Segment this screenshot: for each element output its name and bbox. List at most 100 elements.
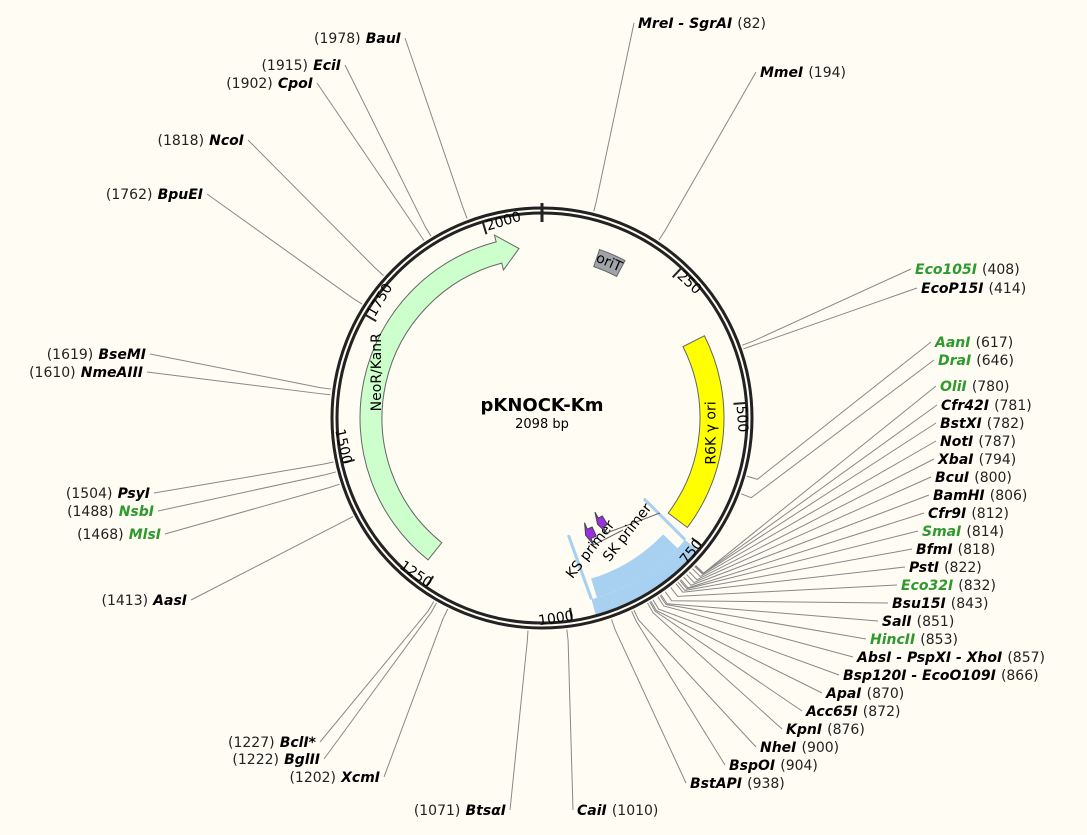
enzyme-site[interactable]: (1915) EciI — [261, 55, 341, 74]
enzyme-site[interactable]: EcoP15I (414) — [921, 278, 1026, 297]
enzyme-leader-line — [695, 385, 937, 574]
enzyme-site[interactable]: OliI (780) — [940, 376, 1009, 395]
enzyme-site[interactable]: BspOI (904) — [729, 755, 818, 774]
enzyme-site[interactable]: HincII (853) — [870, 629, 958, 648]
enzyme-leader-line — [658, 71, 757, 241]
enzyme-position: (414) — [989, 281, 1027, 297]
enzyme-site[interactable]: BstXI (782) — [940, 413, 1024, 432]
enzyme-position: (866) — [1001, 668, 1039, 684]
feature-neor-kanr[interactable] — [359, 234, 520, 561]
enzyme-position: (851) — [917, 614, 955, 630]
enzyme-site[interactable]: (1978) BauI — [314, 28, 401, 47]
enzyme-site[interactable]: SalI (851) — [882, 611, 954, 630]
tick-mark — [342, 458, 355, 464]
tick-label: 1500 — [331, 428, 354, 466]
enzyme-site[interactable]: (1227) BclI* — [228, 732, 317, 751]
enzyme-site[interactable]: Eco32I (832) — [901, 575, 996, 594]
enzyme-leader-line — [190, 516, 354, 601]
enzyme-name: NsbI — [119, 504, 154, 520]
enzyme-site[interactable]: (1762) BpuEI — [106, 184, 203, 203]
enzyme-site[interactable]: KpnI (876) — [786, 719, 865, 738]
tick-mark — [671, 267, 682, 279]
enzyme-site[interactable]: Eco105I (408) — [915, 259, 1020, 278]
enzyme-name: BcuI — [935, 470, 969, 486]
enzyme-leader-line — [566, 629, 574, 811]
enzyme-site[interactable]: ApaI (870) — [825, 683, 904, 702]
plasmid-length: 2098 bp — [515, 417, 569, 432]
enzyme-site[interactable]: BfmI (818) — [916, 539, 995, 558]
enzyme-site[interactable]: XbaI (794) — [937, 449, 1016, 468]
primer-sk-primer[interactable] — [594, 511, 609, 534]
enzyme-site[interactable]: (1468) MlsI — [77, 524, 161, 543]
enzyme-position: (818) — [958, 542, 996, 558]
enzyme-site[interactable]: Cfr42I (781) — [941, 395, 1032, 414]
enzyme-position: (1227) — [228, 735, 275, 751]
enzyme-site[interactable]: NotI (787) — [940, 431, 1016, 450]
enzyme-leader-line — [683, 494, 930, 586]
enzyme-position: (781) — [994, 398, 1032, 414]
enzyme-name: AbsI - PspXI - XhoI — [856, 650, 1002, 666]
enzyme-site[interactable]: SmaI (814) — [922, 521, 1004, 540]
enzyme-leader-line — [611, 619, 687, 784]
enzyme-leader-line — [741, 268, 912, 346]
enzyme-name: Eco105I — [915, 262, 977, 278]
enzyme-site[interactable]: (1488) NsbI — [67, 501, 154, 520]
primer-ks-primer[interactable] — [584, 522, 598, 546]
enzyme-leader-line — [740, 359, 935, 499]
enzyme-site[interactable]: AanI (617) — [934, 332, 1013, 351]
enzyme-position: (832) — [958, 578, 996, 594]
enzyme-leader-line — [206, 193, 363, 305]
enzyme-leader-line — [679, 530, 919, 590]
enzyme-position: (1413) — [102, 593, 149, 609]
enzyme-position: (794) — [979, 452, 1017, 468]
plasmid-name: pKNOCK-Km — [481, 395, 604, 416]
enzyme-site[interactable]: MmeI (194) — [760, 62, 846, 81]
tick-mark — [365, 314, 377, 323]
enzyme-site[interactable]: DraI (646) — [938, 350, 1014, 369]
enzyme-site[interactable]: BcuI (800) — [935, 467, 1012, 486]
enzyme-site[interactable]: (1071) BtsαI — [414, 800, 506, 819]
enzyme-site[interactable]: (1504) PsyI — [66, 483, 150, 502]
enzyme-name: BglII — [284, 752, 320, 768]
enzyme-leader-line — [680, 512, 925, 589]
enzyme-site[interactable]: (1818) NcoI — [158, 130, 245, 149]
feature-r6k-ori[interactable] — [667, 335, 725, 529]
enzyme-position: (1610) — [29, 365, 76, 381]
enzyme-site[interactable]: NheI (900) — [760, 737, 839, 756]
enzyme-site[interactable]: MreI - SgrAI (82) — [638, 13, 766, 32]
enzyme-site[interactable]: Bsu15I (843) — [892, 593, 988, 612]
enzyme-leader-line — [694, 422, 937, 575]
enzyme-site[interactable]: (1610) NmeAIII — [29, 362, 143, 381]
enzyme-site[interactable]: Cfr9I (812) — [928, 503, 1009, 522]
enzyme-position: (872) — [863, 704, 901, 720]
enzyme-site[interactable]: (1222) BglII — [232, 749, 320, 768]
enzyme-site[interactable]: Bsp120I - EcoO109I (866) — [843, 665, 1039, 684]
enzyme-site[interactable]: (1902) CpoI — [226, 73, 313, 92]
enzyme-site[interactable]: BamHI (806) — [933, 485, 1027, 504]
enzyme-name: BstAPI — [690, 776, 742, 792]
enzyme-position: (780) — [972, 379, 1010, 395]
tick-label: 500 — [733, 405, 751, 433]
enzyme-leader-line — [647, 602, 783, 730]
enzyme-position: (938) — [747, 776, 785, 792]
enzyme-site[interactable]: CaiI (1010) — [577, 800, 658, 819]
enzyme-site[interactable]: AbsI - PspXI - XhoI (857) — [856, 647, 1045, 666]
feature-orit[interactable] — [593, 248, 626, 278]
enzyme-position: (1202) — [289, 770, 336, 786]
enzyme-name: XbaI — [937, 452, 973, 468]
enzyme-position: (782) — [987, 416, 1025, 432]
enzyme-site[interactable]: PstI (822) — [909, 557, 982, 576]
enzyme-site[interactable]: (1413) AasI — [102, 590, 187, 609]
enzyme-site[interactable]: (1202) XcmI — [289, 767, 380, 786]
enzyme-name: NotI — [940, 434, 973, 450]
enzyme-site[interactable]: BstAPI (938) — [690, 773, 785, 792]
enzyme-leader-line — [593, 22, 635, 212]
enzyme-site[interactable]: Acc65I (872) — [805, 701, 900, 720]
enzyme-position: (900) — [801, 740, 839, 756]
enzyme-site[interactable]: (1619) BseMI — [47, 344, 146, 363]
enzyme-leader-line — [383, 608, 449, 778]
enzyme-leader-line — [157, 471, 337, 512]
enzyme-position: (1902) — [226, 76, 273, 92]
enzyme-leader-line — [659, 595, 867, 640]
enzyme-position: (822) — [944, 560, 982, 576]
